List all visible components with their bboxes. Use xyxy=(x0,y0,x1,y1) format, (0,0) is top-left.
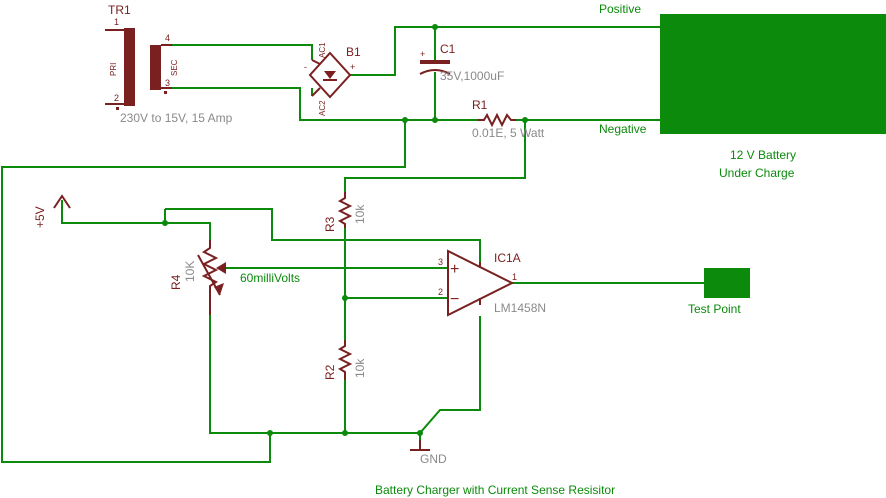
tr1-secondary-label: SEC xyxy=(170,59,179,76)
b1-pin-ac1: AC1 xyxy=(318,42,327,58)
opamp-part: LM1458N xyxy=(494,301,546,315)
tr1-pin-2: 2 xyxy=(114,93,119,103)
resistor-r2: R2 10k xyxy=(323,340,367,380)
r3-value: 10k xyxy=(353,204,367,224)
resistor-r1: R1 0.01E, 5 Watt xyxy=(472,98,545,140)
battery-title-line1: 12 V Battery xyxy=(730,148,796,162)
opamp-pin-3: 3 xyxy=(438,257,443,267)
supply-label: +5V xyxy=(33,206,47,228)
supply-5v: +5V xyxy=(33,194,71,228)
ground-label: GND xyxy=(420,452,447,466)
r3-ref: R3 xyxy=(323,216,337,232)
battery-title-line2: Under Charge xyxy=(719,166,795,180)
r4-value: 10K xyxy=(183,261,197,282)
opamp-plus-sign: + xyxy=(450,261,459,278)
diagram-caption: Battery Charger with Current Sense Resis… xyxy=(375,483,615,497)
resistor-r3: R3 10k xyxy=(323,192,367,232)
tr1-ref: TR1 xyxy=(108,3,131,17)
test-point-label: Test Point xyxy=(688,302,741,316)
c1-ref: C1 xyxy=(440,42,456,56)
tr1-value: 230V to 15V, 15 Amp xyxy=(120,111,233,125)
reference-voltage-label: 60milliVolts xyxy=(240,271,300,285)
tr1-primary-label: PRI xyxy=(109,63,118,76)
transformer-tr1: TR1 PRI SEC 1 2 3 4 230V to 15V, 15 Amp xyxy=(105,3,233,125)
c1-plus: + xyxy=(420,49,425,59)
ground-symbol: GND xyxy=(410,440,447,466)
b1-plus: + xyxy=(350,62,355,72)
tr1-pin-3: 3 xyxy=(165,78,170,88)
tr1-pin-4: 4 xyxy=(165,33,170,43)
b1-pin-ac2: AC2 xyxy=(318,100,327,116)
battery-under-charge: Positive Negative 12 V Battery Under Cha… xyxy=(599,2,886,180)
r2-ref: R2 xyxy=(323,364,337,380)
opamp-pin-2: 2 xyxy=(438,287,443,297)
opamp-pin-1: 1 xyxy=(512,272,517,282)
opamp-ref: IC1A xyxy=(494,251,521,265)
junction-dots xyxy=(162,24,528,436)
test-point-pad xyxy=(704,268,750,298)
r2-value: 10k xyxy=(353,358,367,378)
b1-minus: - xyxy=(304,62,307,72)
test-point: Test Point xyxy=(688,268,750,316)
r1-ref: R1 xyxy=(472,98,488,112)
tr1-pin-1: 1 xyxy=(114,17,119,27)
wires xyxy=(1,26,704,463)
battery-block xyxy=(660,14,886,134)
opamp-ic1a: + − 3 2 1 IC1A LM1458N xyxy=(438,249,546,317)
opamp-minus-sign: − xyxy=(450,291,459,308)
r4-ref: R4 xyxy=(169,274,183,290)
potentiometer-r4: R4 10K 60milliVolts xyxy=(169,240,300,315)
r1-value: 0.01E, 5 Watt xyxy=(472,126,545,140)
battery-negative-label: Negative xyxy=(599,122,647,136)
battery-positive-label: Positive xyxy=(599,2,641,16)
bridge-rectifier-b1: B1 AC1 AC2 + - xyxy=(304,42,361,116)
c1-value: 35V,1000uF xyxy=(440,69,504,83)
b1-ref: B1 xyxy=(346,45,361,59)
capacitor-c1: + C1 35V,1000uF xyxy=(419,42,504,83)
